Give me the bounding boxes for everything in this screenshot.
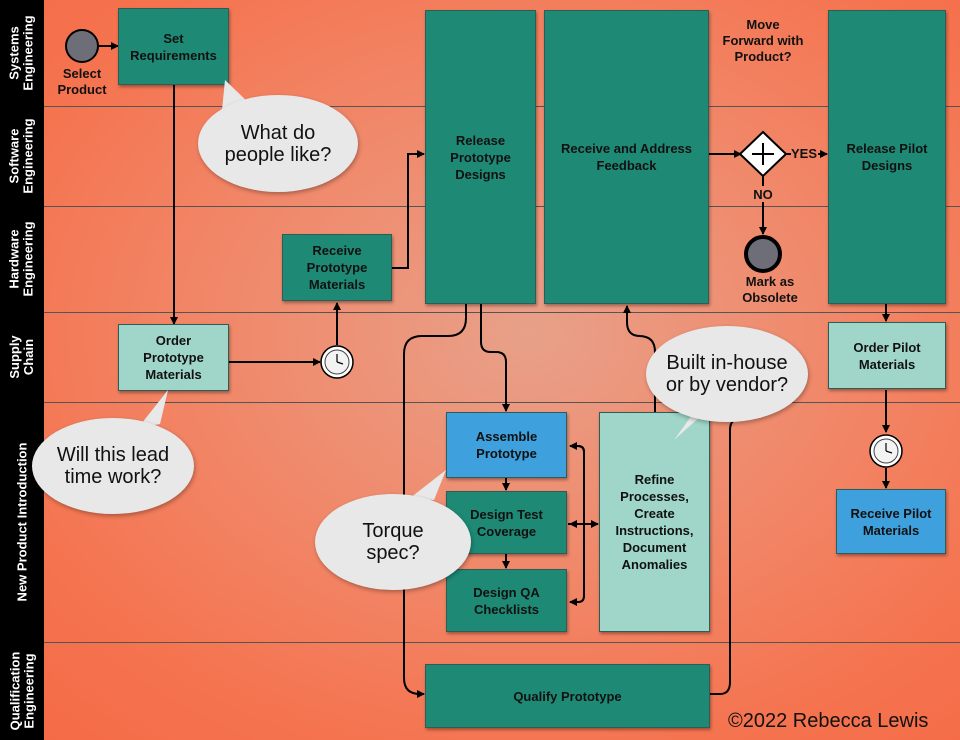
callout-bubble-built-in-house: Built in-house or by vendor? xyxy=(646,326,808,422)
lane-label-qualification-engineering: Qualification Engineering xyxy=(0,642,44,740)
lane-label-software-engineering: Software Engineering xyxy=(0,106,44,206)
task-order-pilot-materials[interactable]: Order Pilot Materials xyxy=(828,322,946,389)
decision-gateway-icon xyxy=(738,130,788,178)
task-release-prototype-designs[interactable]: Release Prototype Designs xyxy=(425,10,536,304)
end-event-icon xyxy=(744,235,782,273)
start-event-label: Select Product xyxy=(57,66,107,97)
gateway-question-label: Move Forward with Product? xyxy=(722,17,804,64)
task-release-pilot-designs[interactable]: Release Pilot Designs xyxy=(828,10,946,304)
callout-bubble-what-do-people-like: What do people like? xyxy=(198,95,358,192)
lane-label-new-product-introduction: New Product Introduction xyxy=(0,402,44,642)
callout-bubble-torque-spec: Torque spec? xyxy=(315,494,471,590)
lane-label-hardware-engineering: Hardware Engineering xyxy=(0,206,44,312)
task-qualify-prototype[interactable]: Qualify Prototype xyxy=(425,664,710,728)
flow-release-to-assemble xyxy=(480,304,510,412)
timer-event-icon xyxy=(869,434,903,468)
bubble-tail xyxy=(410,470,446,500)
task-order-prototype-materials[interactable]: Order Prototype Materials xyxy=(118,324,229,391)
task-receive-prototype-materials[interactable]: Receive Prototype Materials xyxy=(282,234,392,301)
task-assemble-prototype[interactable]: Assemble Prototype xyxy=(446,412,567,478)
timer-event-icon xyxy=(320,345,354,379)
task-set-requirements[interactable]: Set Requirements xyxy=(118,8,229,85)
bubble-tail xyxy=(138,390,168,428)
lane-label-supply-chain: Supply Chain xyxy=(0,312,44,402)
gateway-no-label: NO xyxy=(753,187,773,202)
task-receive-and-address-feedback[interactable]: Receive and Address Feedback xyxy=(544,10,709,304)
lane-divider xyxy=(44,312,960,313)
flow-release-to-qualify xyxy=(403,304,467,698)
task-receive-pilot-materials[interactable]: Receive Pilot Materials xyxy=(836,489,946,554)
task-design-test-coverage[interactable]: Design Test Coverage xyxy=(446,491,567,554)
flow-bracket-top xyxy=(569,442,585,453)
callout-bubble-lead-time: Will this lead time work? xyxy=(32,418,194,514)
start-event-icon xyxy=(65,29,99,63)
copyright-text: ©2022 Rebecca Lewis xyxy=(728,710,929,732)
end-event-label: Mark as Obsolete xyxy=(742,274,798,305)
flow-refine-to-feedback xyxy=(623,305,656,412)
gateway-yes-label: YES xyxy=(790,146,817,161)
flow-receive-to-release xyxy=(392,150,425,269)
lane-divider xyxy=(44,402,960,403)
task-design-qa-checklists[interactable]: Design QA Checklists xyxy=(446,569,567,632)
lane-label-systems-engineering: Systems Engineering xyxy=(0,0,44,106)
lane-divider xyxy=(44,642,960,643)
task-refine-processes[interactable]: Refine Processes, Create Instructions, D… xyxy=(599,412,710,632)
